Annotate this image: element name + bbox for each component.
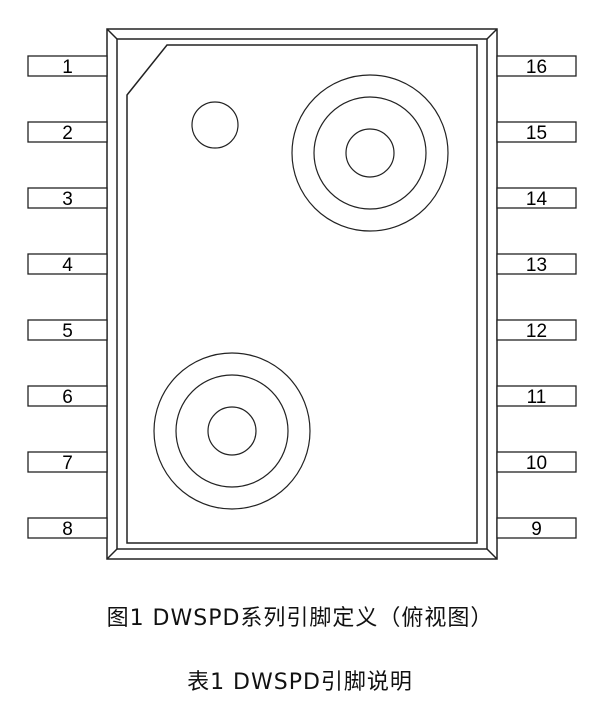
left-pin-label-6: 6 [62,387,73,408]
right-pin-13 [496,253,577,275]
right-pin-group: 16 15 14 13 12 11 10 9 [496,55,577,540]
right-pin-15 [496,121,577,143]
pin1-marker-circle [191,101,239,149]
inner-die-outline [126,44,478,544]
package-body [106,28,498,560]
right-pin-label-11: 11 [527,387,547,408]
left-pin-label-8: 8 [62,519,73,540]
right-pin-label-15: 15 [526,123,547,144]
left-pin-5 [27,319,108,341]
left-pin-8 [27,517,108,539]
left-pin-7 [27,451,108,473]
upper-sensor-rings [291,74,449,232]
right-pin-label-10: 10 [526,453,547,474]
left-pin-label-5: 5 [62,321,73,342]
right-pin-16 [496,55,577,77]
left-pin-label-3: 3 [62,189,73,210]
left-pin-label-2: 2 [62,123,73,144]
left-pin-4 [27,253,108,275]
left-pin-3 [27,187,108,209]
right-pin-label-16: 16 [526,57,547,78]
figure-caption: 图1 DWSPD系列引脚定义（俯视图） [106,606,494,631]
left-pin-6 [27,385,108,407]
lower-sensor-rings [153,352,311,510]
right-pin-label-9: 9 [531,519,542,540]
left-pin-group: 1 2 3 4 5 6 7 8 [27,55,108,540]
right-pin-label-12: 12 [526,321,547,342]
left-pin-label-7: 7 [62,453,73,474]
right-pin-14 [496,187,577,209]
table-caption: 表1 DWSPD引脚说明 [187,670,413,695]
left-pin-label-4: 4 [62,255,73,276]
right-pin-label-14: 14 [526,189,548,210]
right-pin-9 [496,517,577,539]
left-pin-1 [27,55,108,77]
left-pin-2 [27,121,108,143]
left-pin-label-1: 1 [62,57,73,78]
right-pin-12 [496,319,577,341]
right-pin-label-13: 13 [526,255,547,276]
right-pin-11 [496,385,577,407]
right-pin-10 [496,451,577,473]
